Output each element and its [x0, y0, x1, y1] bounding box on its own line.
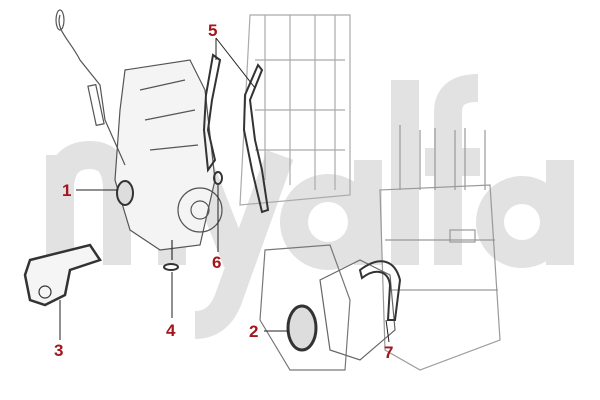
washer-4 — [163, 263, 179, 271]
rear-cover — [319, 259, 396, 361]
gasket-rear-cover — [242, 63, 270, 214]
callout-1[interactable]: 1 — [62, 181, 72, 200]
callout-4[interactable]: 4 — [166, 321, 176, 340]
gasket-hole — [38, 285, 52, 299]
gasket-7 — [358, 260, 402, 321]
leader-lines — [59, 37, 390, 343]
rear-plate — [259, 244, 351, 371]
oil-seal-1 — [116, 180, 134, 206]
washer-6 — [213, 171, 223, 185]
gasket-front-cover — [202, 53, 222, 173]
callout-2[interactable]: 2 — [249, 322, 259, 341]
engine-block-upper — [239, 14, 351, 206]
callout-6[interactable]: 6 — [212, 253, 222, 272]
callout-5[interactable]: 5 — [208, 21, 218, 40]
oil-seal-2 — [286, 304, 318, 352]
callout-7[interactable]: 7 — [384, 343, 394, 362]
watermark-letter-f — [425, 74, 480, 265]
callout-3[interactable]: 3 — [54, 341, 64, 360]
water-pump-gasket — [23, 243, 102, 307]
timing-cover — [114, 59, 223, 251]
engine-block-lower — [379, 125, 501, 371]
dipstick — [55, 9, 126, 166]
